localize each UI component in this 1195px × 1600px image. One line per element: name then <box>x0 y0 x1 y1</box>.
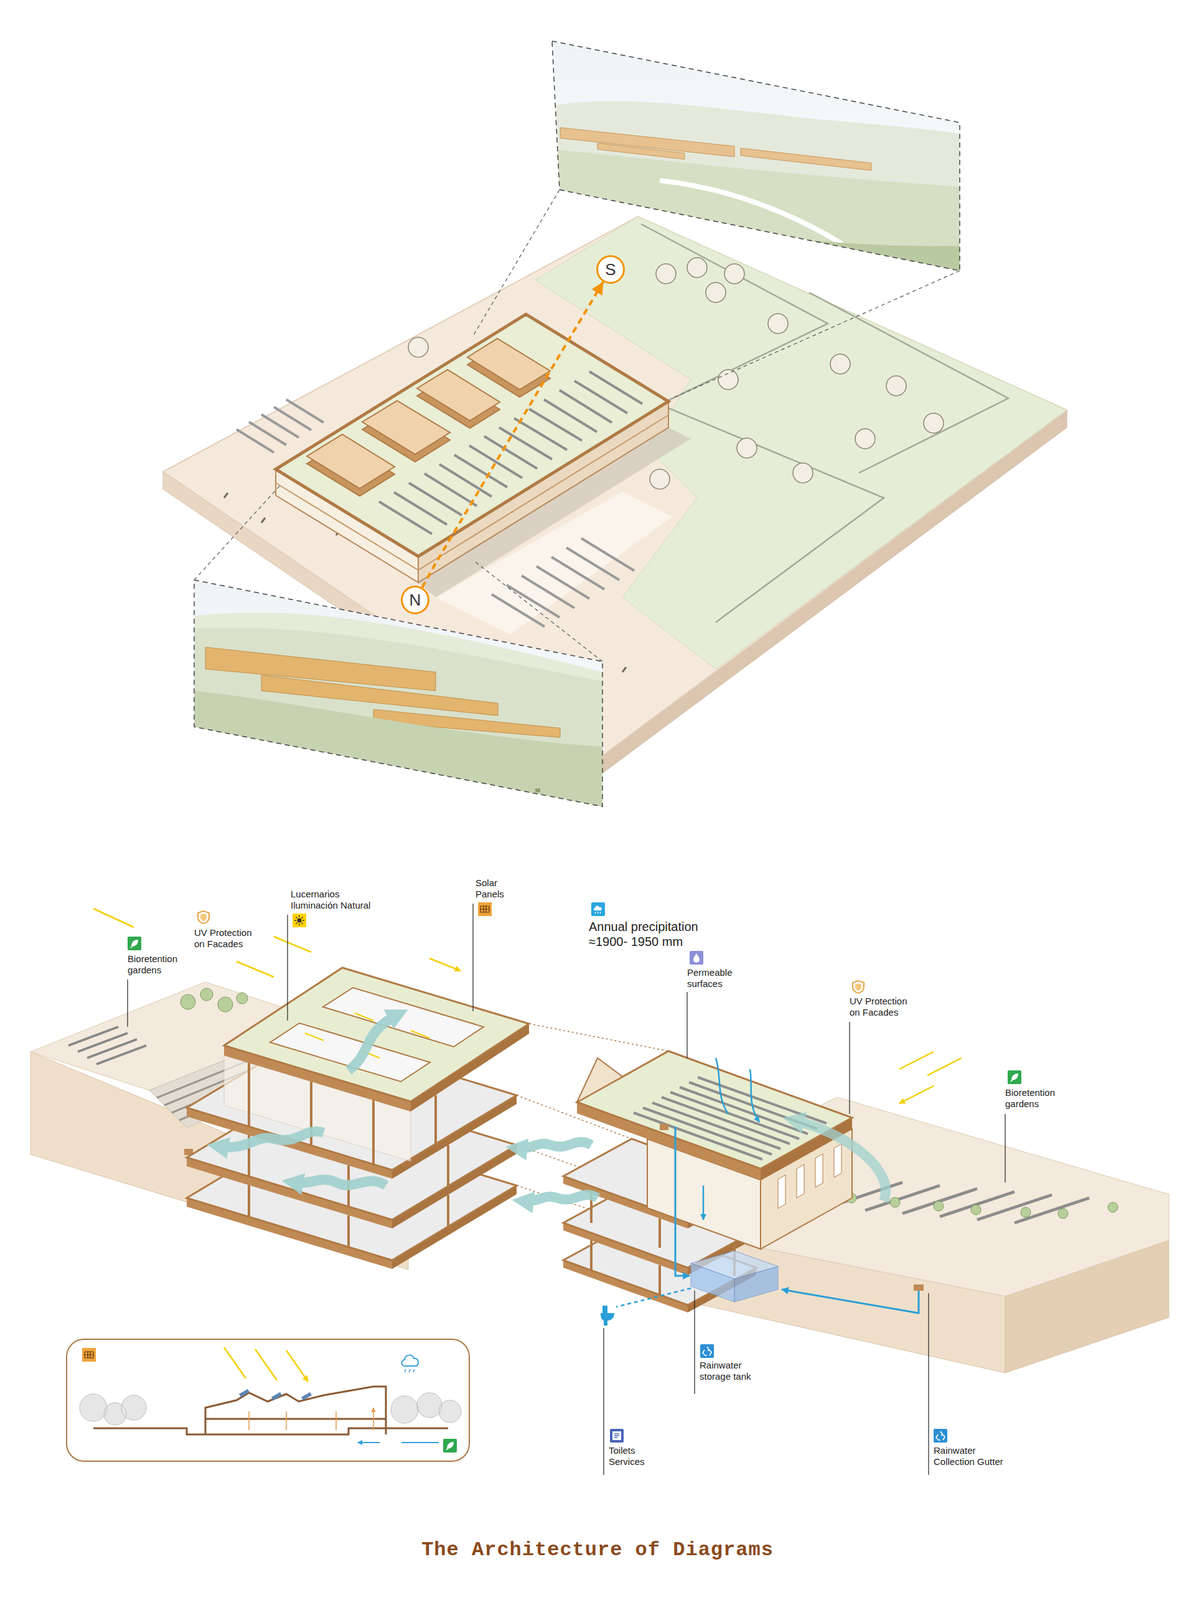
callout-label: Annual precipitation ≈1900- 1950 mm <box>588 919 714 950</box>
permeable-icon <box>689 951 704 965</box>
rain-cloud <box>402 1355 419 1367</box>
sun-rays <box>899 1051 962 1104</box>
callout-label: Rainwater Collection Gutter <box>933 1445 1012 1468</box>
compass-circle: S <box>596 255 625 284</box>
foreground <box>552 205 960 271</box>
callout-label: Lucernarios Iluminación Natural <box>290 888 385 912</box>
airflow-arrow <box>793 1120 886 1202</box>
callout-label: UV Protection on Facades <box>849 995 915 1019</box>
solar-panel <box>239 1389 312 1401</box>
airflow-arrow <box>292 1180 386 1186</box>
downpipe <box>675 1126 690 1276</box>
hills <box>552 101 960 271</box>
sky <box>552 41 960 271</box>
road <box>659 180 859 271</box>
green-roof <box>576 1051 853 1169</box>
airflow-arrow <box>522 1195 598 1202</box>
airflow-arrow <box>348 1014 399 1071</box>
callout-label: Rainwater storage tank <box>699 1359 770 1383</box>
rain-arrows <box>715 1058 760 1123</box>
airflow-arrow <box>516 1142 592 1149</box>
platform <box>163 216 1067 764</box>
callout-label: Solar Panels <box>475 877 520 900</box>
leaf-icon <box>127 936 142 951</box>
callout-label: UV Protection on Facades <box>194 927 260 950</box>
toilet-symbol <box>600 1305 615 1326</box>
rain-icon <box>591 902 605 917</box>
water-arrows <box>357 1442 439 1444</box>
leaf-icon <box>443 1438 457 1453</box>
solar-icon <box>82 1348 96 1362</box>
leaf-icon <box>1007 1070 1022 1085</box>
foreground <box>194 690 603 807</box>
callout-label: Bioretention gardens <box>127 953 193 976</box>
section-panel <box>66 1339 470 1462</box>
page-title: The Architecture of Diagrams <box>0 1538 1195 1562</box>
green-roof <box>275 314 669 557</box>
collection-pipe <box>781 1289 919 1314</box>
garden-rows <box>68 1026 147 1065</box>
recycle-icon <box>700 1344 714 1359</box>
gutter <box>913 1284 924 1291</box>
supply-pipe <box>616 1288 691 1308</box>
roof-solar-panels <box>379 371 643 535</box>
airflow-arrow <box>217 1131 324 1148</box>
sun-rays <box>93 908 461 978</box>
plants <box>180 988 248 1013</box>
garden-rows <box>827 1182 1090 1224</box>
view-inset <box>552 41 960 271</box>
storage-tank <box>690 1251 778 1280</box>
rain-drops <box>404 1369 415 1373</box>
inset-frame <box>552 41 960 271</box>
callout-label: Bioretention gardens <box>1005 1087 1071 1110</box>
sun-rays <box>224 1347 309 1382</box>
panel-frame <box>66 1339 470 1462</box>
hills <box>194 627 603 807</box>
heat-arrows <box>248 1407 374 1431</box>
uv-icon <box>197 911 210 924</box>
building-section <box>205 1386 386 1435</box>
hills <box>194 612 603 807</box>
compass-letter: S <box>604 261 616 278</box>
callout-label: Permeable surfaces <box>687 967 750 990</box>
uv-icon <box>852 980 864 994</box>
gutter <box>659 1124 669 1131</box>
sun-icon <box>292 913 307 928</box>
roof-canopy <box>576 1058 623 1103</box>
skylight-opening <box>270 1023 431 1082</box>
shrubs <box>224 746 541 791</box>
view-cone <box>194 189 960 662</box>
skylight <box>306 338 551 489</box>
downpipe <box>702 1185 705 1220</box>
green-roof <box>224 967 530 1102</box>
trees <box>79 1392 462 1426</box>
compass-circle: N <box>400 585 430 615</box>
orientation-arrow <box>421 281 604 588</box>
recycle-icon <box>933 1429 948 1443</box>
field <box>552 149 960 271</box>
left-section <box>30 908 669 1270</box>
compass-letter: N <box>409 591 422 609</box>
right-section <box>516 1051 1169 1374</box>
connectors <box>421 281 604 588</box>
callout-label: Toilets Services <box>608 1445 659 1468</box>
solar-icon <box>478 902 492 917</box>
ground-line <box>93 1428 449 1435</box>
toilet-icon <box>609 1429 624 1443</box>
park-path <box>641 224 1009 623</box>
